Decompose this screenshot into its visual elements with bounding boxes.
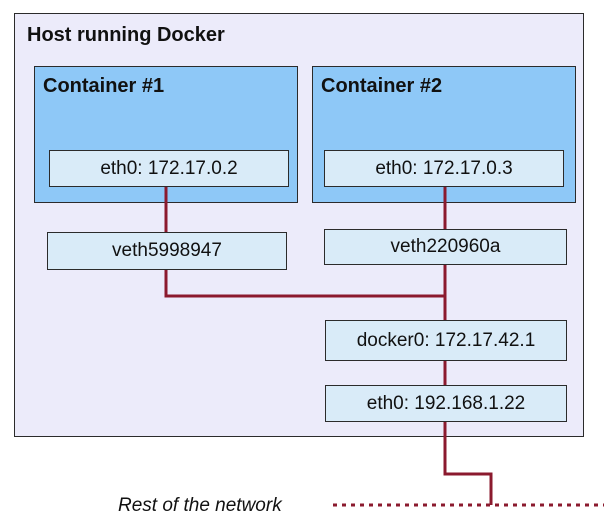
wire-host-eth-to-network: [443, 421, 493, 505]
rest-of-network-label: Rest of the network: [118, 495, 282, 516]
host-title: Host running Docker: [27, 24, 225, 46]
host-eth0: eth0: 192.168.1.22: [325, 385, 567, 422]
container-1-eth0: eth0: 172.17.0.2: [49, 150, 289, 187]
container-2-title: Container #2: [321, 75, 443, 97]
docker0-bridge: docker0: 172.17.42.1: [325, 320, 567, 361]
veth-container-1: veth5998947: [47, 232, 287, 270]
container-2-eth0: eth0: 172.17.0.3: [324, 150, 564, 187]
wire-veths-to-bridge: [164, 270, 447, 320]
container-1-title: Container #1: [43, 75, 165, 97]
veth-container-2: veth220960a: [324, 229, 567, 265]
